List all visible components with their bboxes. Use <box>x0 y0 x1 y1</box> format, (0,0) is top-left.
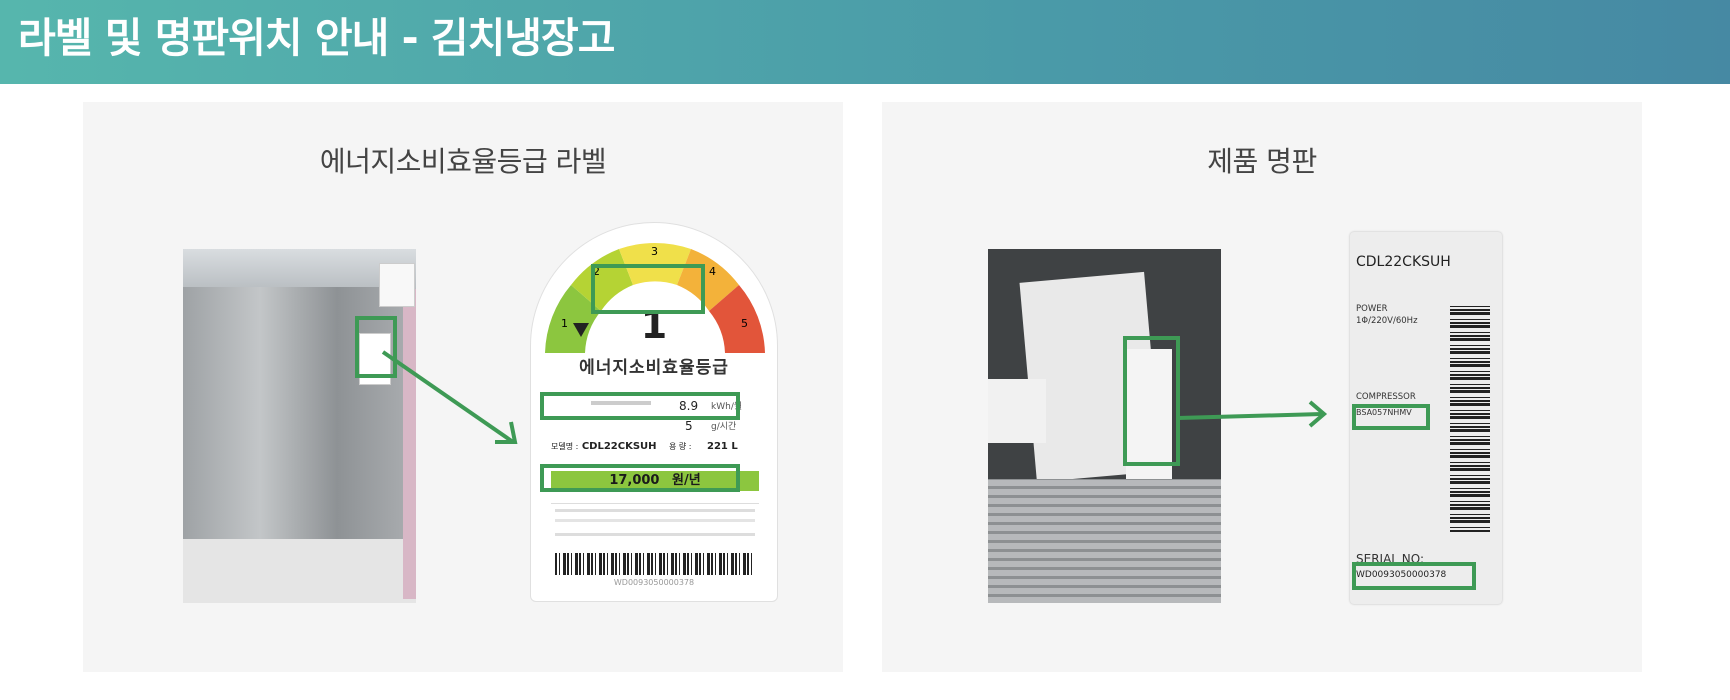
grade-scale-4: 4 <box>709 265 716 278</box>
annual-cost-bar: 17,000 원/년 <box>551 471 759 491</box>
nameplate-compressor-label: COMPRESSOR <box>1356 392 1416 402</box>
label-model-row: 모델명 : CDL22CKSUH 용 량 : 221 L <box>551 441 759 452</box>
compressor-highlight <box>1352 404 1430 430</box>
nameplate-barcode <box>1450 302 1490 532</box>
nameplate-model: CDL22CKSUH <box>1356 254 1451 270</box>
label-model-prefix: 모델명 : <box>551 442 579 451</box>
serial-highlight <box>1352 562 1476 590</box>
grade-scale-5: 5 <box>741 317 748 330</box>
fridge-back-photo <box>988 249 1221 603</box>
monthly-power-value: 8.9 <box>679 399 699 413</box>
nameplate-power-value: 1Φ/220V/60Hz <box>1356 316 1418 326</box>
grade-scale-3: 3 <box>651 245 658 258</box>
label-barcode <box>555 553 755 575</box>
nameplate-panel: 제품 명판 CDL22CKSUH POWER 1Φ/220V/60Hz COMP… <box>882 102 1642 672</box>
energy-label-panel: 에너지소비효율등급 라벨 1 2 3 4 5 1 에너지소비효율등급 8.9 k… <box>83 102 843 672</box>
label-capacity-prefix: 용 량 : <box>669 442 692 451</box>
energy-label-heading: 에너지소비효율등급 <box>579 358 729 378</box>
model-highlight <box>540 392 740 420</box>
nameplate-compressor-value: BSA057NHMV <box>1356 408 1412 417</box>
energy-label-panel-title: 에너지소비효율등급 라벨 <box>319 145 607 178</box>
label-serial: WD0093050000378 <box>613 578 695 587</box>
grade-scale-2: 2 <box>593 265 600 278</box>
notice-highlight <box>540 464 740 492</box>
nameplate-panel-title: 제품 명판 <box>1207 145 1317 178</box>
monthly-power-unit: kWh/월 <box>711 402 743 412</box>
page-title: 라벨 및 명판위치 안내 - 김치냉장고 <box>18 14 615 62</box>
co2-value: 5 <box>685 419 693 433</box>
fridge-label-highlight <box>355 316 397 378</box>
pointer-arrow <box>381 350 518 444</box>
nameplate-serial-value: WD0093050000378 <box>1356 570 1447 580</box>
nameplate-power-label: POWER <box>1356 304 1388 314</box>
grade-highlight <box>591 264 705 314</box>
grade-gauge: 1 2 3 4 5 <box>545 242 765 353</box>
co2-unit: g/시간 <box>711 422 737 432</box>
label-capacity-value: 221 L <box>707 441 738 452</box>
grade-scale-1: 1 <box>561 317 568 330</box>
annual-cost-unit: 원/년 <box>672 473 701 488</box>
pointer-arrow-right <box>1177 400 1328 428</box>
annual-cost-value: 17,000 <box>609 473 660 488</box>
page-header: 라벨 및 명판위치 안내 - 김치냉장고 <box>0 0 1730 84</box>
label-model-value: CDL22CKSUH <box>581 441 657 452</box>
photo-nameplate-highlight <box>1123 336 1180 466</box>
